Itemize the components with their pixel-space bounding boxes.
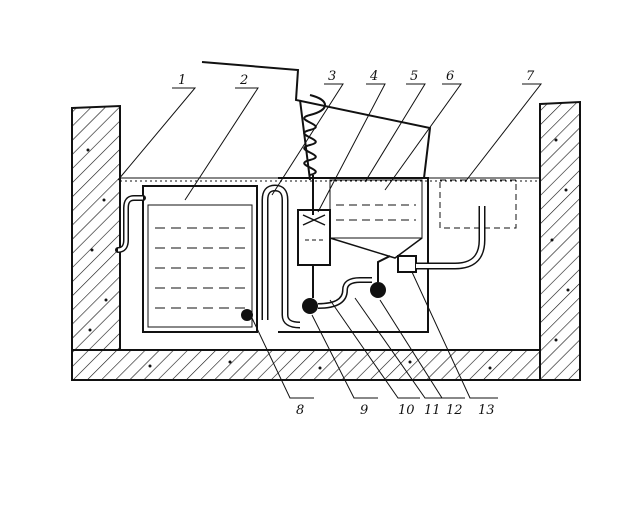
siphon-tube-3 [261, 184, 301, 329]
valve-box-13 [397, 255, 417, 273]
left-wall [71, 104, 121, 351]
label-3: 3 [328, 69, 336, 84]
label-5: 5 [410, 69, 418, 84]
right-wall [539, 100, 581, 381]
basin-floor [71, 349, 541, 381]
label-8: 8 [296, 403, 304, 418]
overflow-pipe-1 [115, 195, 146, 253]
label-10: 10 [398, 403, 415, 418]
tank-7 [439, 179, 517, 229]
outer-basin [71, 100, 581, 381]
label-11: 11 [424, 403, 441, 418]
label-6: 6 [446, 69, 454, 84]
label-12: 12 [446, 403, 463, 418]
chamber-4 [297, 209, 331, 298]
leader-lines [117, 83, 543, 399]
wall-texture [86, 138, 570, 370]
label-13: 13 [478, 403, 495, 418]
valve-12 [370, 282, 386, 298]
outlet-pipe [416, 206, 486, 270]
tank-2 [142, 185, 258, 333]
label-4: 4 [369, 69, 378, 84]
label-9: 9 [360, 403, 368, 418]
valve-9 [302, 298, 318, 314]
spring-4 [303, 94, 326, 215]
label-2: 2 [239, 73, 248, 88]
part-labels: 1 2 3 4 5 6 7 8 9 10 11 12 13 [178, 69, 535, 418]
float-ball-8 [241, 309, 253, 321]
label-1: 1 [178, 73, 186, 88]
label-7: 7 [526, 69, 535, 84]
